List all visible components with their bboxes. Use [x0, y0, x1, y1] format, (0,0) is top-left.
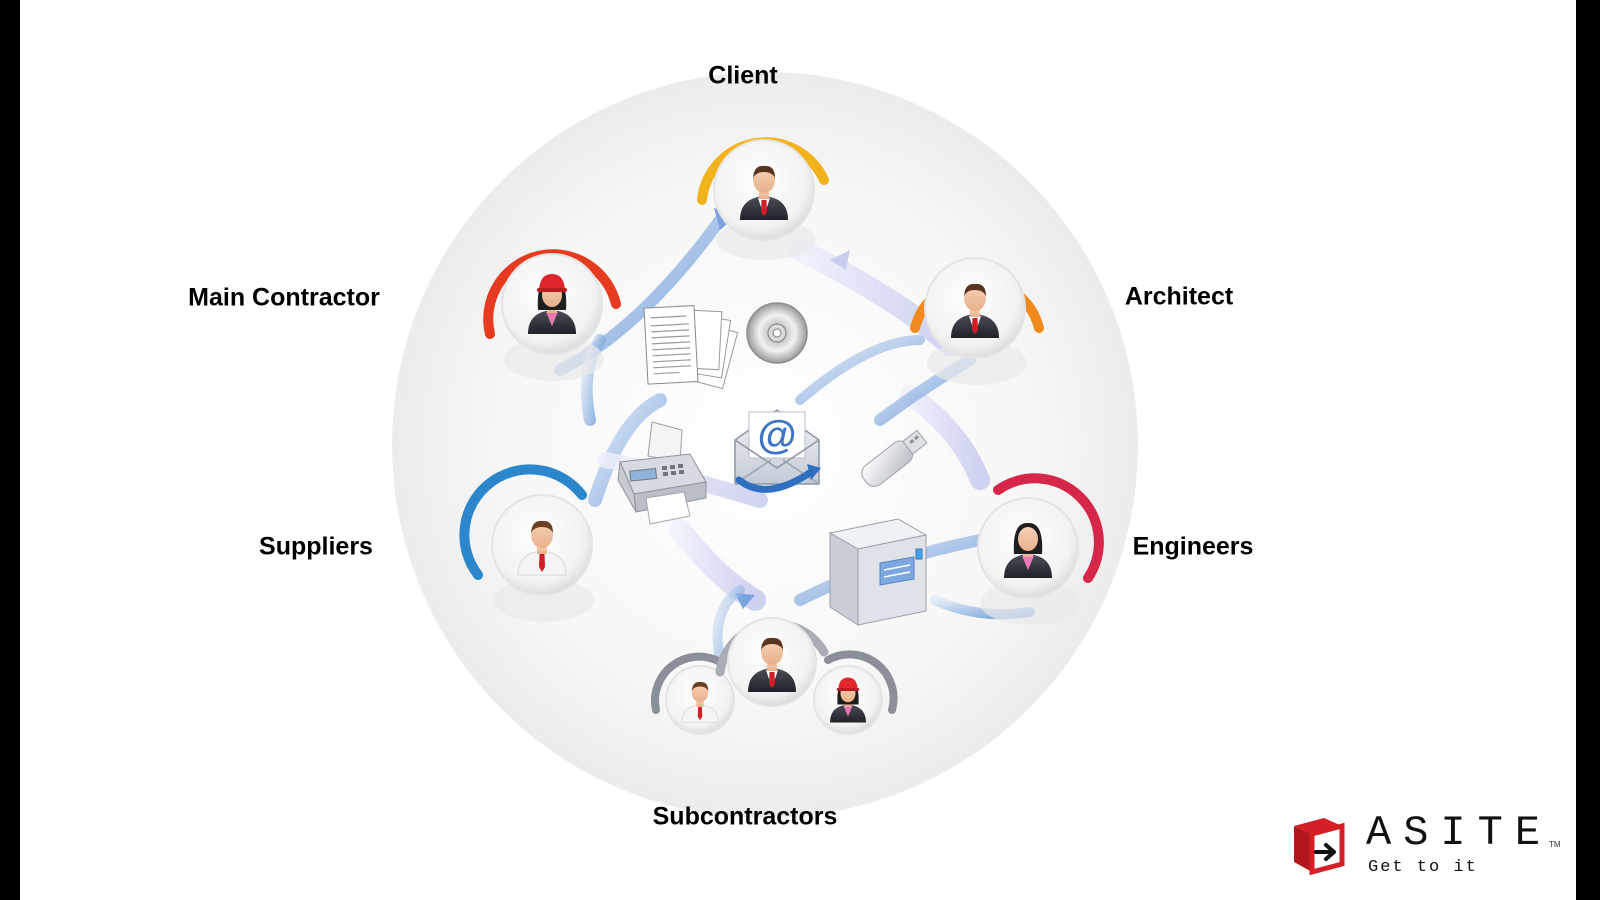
client-label: Client [708, 61, 778, 90]
engineers-node [977, 473, 1104, 625]
trademark-mark: TM [1549, 840, 1561, 849]
fax-machine-icon [617, 421, 707, 525]
email-icon: @ [734, 409, 821, 493]
asite-logo: ASITE TM Get to it [1284, 812, 1574, 882]
asite-wordmark: ASITE [1366, 809, 1553, 857]
subcontractors-label: Subcontractors [652, 802, 838, 831]
server-icon [828, 518, 928, 626]
collaboration-diagram: @ [392, 72, 1138, 818]
main-contractor-label: Main Contractor [188, 283, 380, 312]
documents-icon [643, 305, 739, 390]
usb-drive-icon [861, 429, 928, 487]
engineers-label: Engineers [1132, 532, 1254, 561]
svg-text:@: @ [757, 413, 796, 457]
subcontractors-node [651, 617, 898, 735]
asite-tagline: Get to it [1368, 858, 1478, 877]
main-contractor-node [483, 249, 621, 381]
asite-cube-icon [1294, 818, 1345, 876]
suppliers-label: Suppliers [259, 532, 373, 561]
architect-node [910, 257, 1044, 385]
slide: @ [20, 0, 1576, 900]
architect-label: Architect [1124, 282, 1234, 311]
suppliers-node [459, 464, 594, 622]
cd-icon [746, 302, 808, 364]
client-node [697, 137, 829, 260]
